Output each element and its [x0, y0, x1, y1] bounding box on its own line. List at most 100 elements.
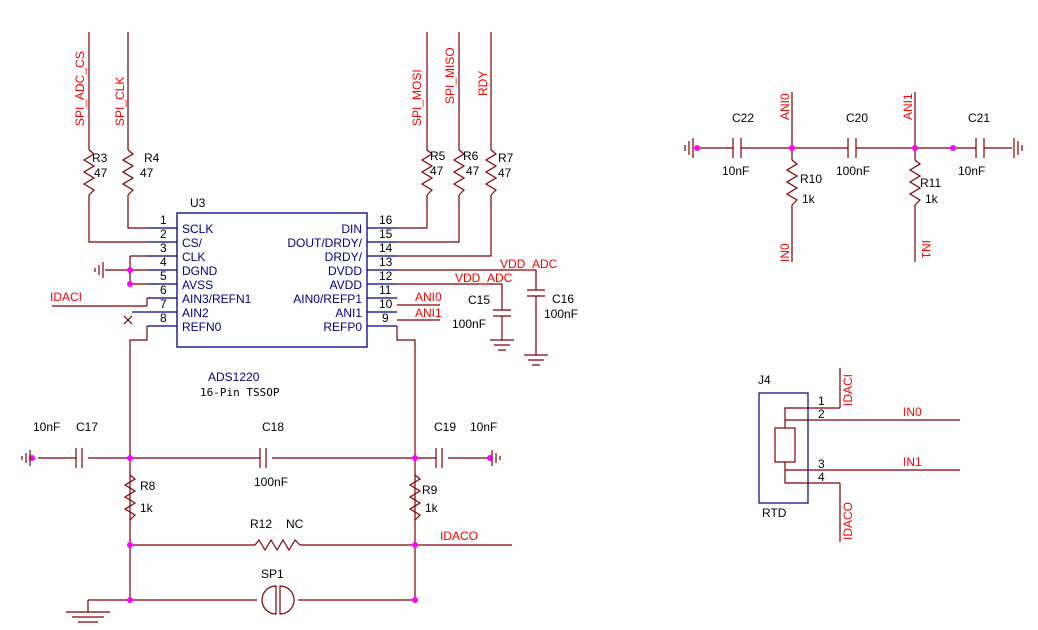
pin-name: DOUT/DRDY/	[287, 236, 362, 250]
j4-body	[758, 392, 809, 504]
net-label-vdd-adc-1: VDD_ADC	[500, 257, 558, 271]
rtd-connector-j4[interactable]: J4 RTD 1 2 3 4 IN0 IN1 IDACI IDACO	[758, 368, 960, 542]
resistor-r7[interactable]: R7 47	[484, 149, 514, 196]
pin-name: CLK	[182, 250, 205, 264]
pin-name: AIN3/REFN1	[182, 292, 252, 306]
filter-label-in0: IN0	[778, 243, 792, 262]
pin-num: 14	[379, 241, 393, 255]
rtd-sensor-body	[774, 427, 796, 463]
capacitor-c18[interactable]: C18 100nF	[254, 420, 288, 489]
capacitor-c15[interactable]: C15 100nF	[452, 293, 514, 351]
r8-ref: R8	[140, 479, 156, 493]
c22-ref: C22	[732, 111, 754, 125]
pin-num: 7	[160, 297, 167, 311]
adc-ic-u3[interactable]: U3 ADS1220 16-Pin TSSOP 1 2 3	[147, 196, 397, 399]
j4-name: RTD	[762, 506, 787, 520]
net-label-ani0: ANI0	[415, 290, 442, 304]
r7-value: 47	[498, 166, 512, 180]
net-label-spi-adc-cs: SPI_ADC_CS	[73, 51, 87, 126]
net-label-ani1: ANI1	[415, 306, 442, 320]
ani-pin-labels: ANI0 ANI1	[397, 290, 442, 321]
pin-name: DGND	[182, 264, 218, 278]
capacitor-c22[interactable]: C22 10nF	[722, 111, 754, 178]
net-label-idaci: IDACI	[50, 290, 82, 304]
j4-label-idaci: IDACI	[841, 374, 855, 406]
c21-ref: C21	[968, 111, 990, 125]
pin-name: AVSS	[182, 278, 213, 292]
j4-label-in1: IN1	[903, 455, 922, 469]
resistor-r5[interactable]: R5 47	[420, 149, 446, 196]
r5-ref: R5	[430, 149, 446, 163]
reference-wires: IDACO	[29, 326, 512, 603]
capacitor-c21[interactable]: C21 10nF	[958, 111, 990, 178]
c19-ref: C19	[434, 420, 456, 434]
pin-num: 12	[379, 269, 393, 283]
net-label-spi-miso: SPI_MISO	[443, 47, 457, 104]
net-label-vdd-adc-2: VDD_ADC	[455, 271, 513, 285]
ground-left-pins	[94, 255, 147, 287]
pin-num: 3	[160, 241, 167, 255]
input-filter-wires: ANI0 ANI1 IN0 IN1	[694, 92, 1012, 262]
pin-name: AIN0/REFP1	[293, 292, 362, 306]
ic-left-pin-stubs	[147, 227, 177, 327]
pin-name: DRDY/	[325, 250, 363, 264]
pin-name: REFN0	[182, 320, 222, 334]
j4-label-idaco: IDACO	[841, 502, 855, 540]
resistor-r9[interactable]: R9 1k	[408, 474, 439, 521]
j4-pin-3: 3	[818, 457, 825, 471]
r7-ref: R7	[498, 151, 514, 165]
c20-ref: C20	[846, 111, 868, 125]
r6-value: 47	[466, 164, 480, 178]
r5-value: 47	[430, 164, 444, 178]
ground-c22	[684, 138, 694, 158]
pin-num: 1	[160, 213, 167, 227]
ic-package-label: 16-Pin TSSOP	[200, 386, 280, 399]
r4-value: 47	[140, 166, 154, 180]
j4-pin-1: 1	[818, 394, 825, 408]
resistor-r4[interactable]: R4 47	[121, 149, 160, 196]
c17-value: 10nF	[33, 420, 60, 434]
pin-num: 8	[160, 311, 167, 325]
capacitor-c19[interactable]: C19 10nF	[434, 420, 497, 468]
pin-num: 10	[379, 297, 393, 311]
no-connect-pin7	[123, 311, 147, 325]
filter-label-in1: IN1	[919, 240, 933, 259]
ic-body	[176, 212, 368, 348]
rtd-element-wiring	[784, 407, 808, 484]
r12-ref: R12	[250, 517, 272, 531]
pin-name: DIN	[341, 222, 362, 236]
pin-num: 16	[379, 213, 393, 227]
c15-value: 100nF	[452, 317, 486, 331]
resistor-r6[interactable]: R6 47	[452, 149, 480, 196]
j4-pin-2: 2	[818, 407, 825, 421]
resistor-r3[interactable]: R3 47	[82, 149, 108, 196]
r11-ref: R11	[920, 176, 941, 190]
resistor-r8[interactable]: R8 1k	[123, 474, 156, 521]
filter-label-ani0: ANI0	[778, 93, 792, 120]
pin-name: REFP0	[323, 320, 362, 334]
capacitor-c16[interactable]: C16 100nF	[524, 289, 578, 366]
capacitor-c20[interactable]: C20 100nF	[836, 111, 870, 178]
r10-value: 1k	[802, 192, 816, 206]
c18-ref: C18	[262, 420, 284, 434]
solder-jumper-sp1[interactable]: SP1	[261, 567, 295, 615]
pin-name: SCLK	[182, 222, 213, 236]
ground-c17	[21, 450, 31, 466]
c17-ref: C17	[76, 420, 98, 434]
pin-num: 4	[160, 255, 167, 269]
resistor-r10[interactable]: R10 1k	[785, 159, 822, 206]
resistor-r11[interactable]: R11 1k	[908, 159, 941, 206]
c16-value: 100nF	[544, 307, 578, 321]
ic-right-pin-stubs	[367, 227, 397, 327]
vdd-adc-net: VDD_ADC VDD_ADC	[397, 257, 558, 310]
resistor-r12[interactable]: R12 NC	[250, 517, 304, 552]
pin-name: AVDD	[330, 278, 363, 292]
c16-ref: C16	[552, 292, 574, 306]
sp1-ref: SP1	[261, 567, 284, 581]
pin-name: CS/	[182, 236, 203, 250]
ground-bottom	[66, 600, 110, 623]
j4-label-in0: IN0	[903, 405, 922, 419]
ic-part-label: ADS1220	[208, 370, 260, 384]
r3-value: 47	[94, 166, 108, 180]
capacitor-c17[interactable]: C17 10nF	[33, 420, 98, 468]
